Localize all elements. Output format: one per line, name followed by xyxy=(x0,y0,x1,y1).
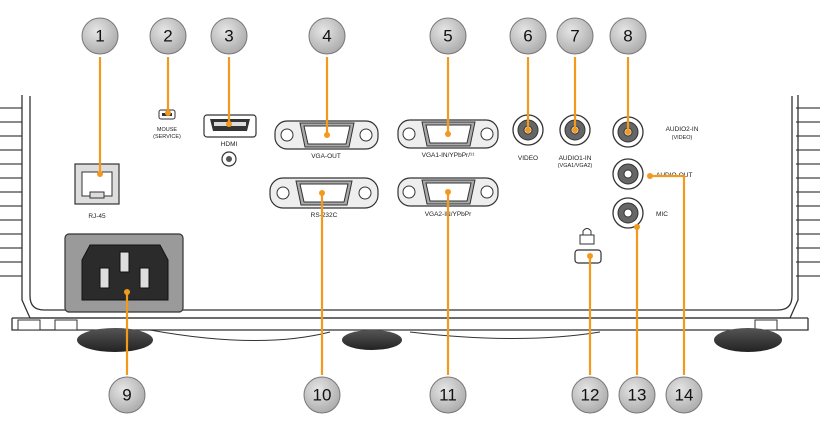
power-socket xyxy=(64,233,184,313)
svg-text:4: 4 xyxy=(322,27,331,46)
svg-text:7: 7 xyxy=(570,27,579,46)
callout-badge-12: 12 xyxy=(571,376,609,414)
callout-badge-13: 13 xyxy=(618,376,656,414)
audio1-in-label: AUDIO1-IN xyxy=(559,155,592,162)
svg-text:6: 6 xyxy=(523,27,532,46)
callout-lines xyxy=(97,57,686,375)
projector-body xyxy=(11,95,809,331)
callout-badge-4: 4 xyxy=(308,17,346,55)
callout-badge-6: 6 xyxy=(509,17,547,55)
callout-badge-9: 9 xyxy=(108,376,146,414)
rj45-port xyxy=(74,163,120,205)
svg-text:9: 9 xyxy=(122,386,131,405)
audio-out-port xyxy=(612,158,644,190)
audio1-in-sub-label: (VGA1/VGA2) xyxy=(558,163,593,169)
rj45-label: RJ-45 xyxy=(88,213,106,220)
mic-label: MIC xyxy=(656,211,668,218)
callout-badge-14: 14 xyxy=(665,376,703,414)
vga-out-label: VGA-OUT xyxy=(311,153,341,160)
svg-text:3: 3 xyxy=(224,27,233,46)
svg-text:1: 1 xyxy=(95,27,104,46)
mic-port xyxy=(612,197,644,229)
svg-text:8: 8 xyxy=(623,27,632,46)
hdmi-label: HDMI xyxy=(221,141,238,148)
left-vents xyxy=(0,107,22,277)
audio2-in-sub-label: (VIDEO) xyxy=(672,135,693,141)
svg-text:14: 14 xyxy=(675,386,694,405)
svg-text:5: 5 xyxy=(443,27,452,46)
svg-text:10: 10 xyxy=(313,386,332,405)
callout-badge-1: 1 xyxy=(81,17,119,55)
callout-badge-7: 7 xyxy=(556,17,594,55)
vga1-in-label: VGA1-IN/YPbPr/¹¹ xyxy=(422,152,476,159)
svg-text:13: 13 xyxy=(628,386,647,405)
video-label: VIDEO xyxy=(518,155,538,162)
mouse-sub-label: (SERVICE) xyxy=(153,134,181,140)
callout-badge-10: 10 xyxy=(303,376,341,414)
callout-badge-5: 5 xyxy=(429,17,467,55)
rs232c-label: RS-232C xyxy=(311,212,338,219)
projector-feet xyxy=(17,319,782,352)
callout-badge-3: 3 xyxy=(210,17,248,55)
callout-badge-2: 2 xyxy=(149,17,187,55)
audio2-in-label: AUDIO2-IN xyxy=(666,126,699,133)
callout-badge-11: 11 xyxy=(429,376,467,414)
svg-text:2: 2 xyxy=(163,27,172,46)
svg-text:11: 11 xyxy=(439,386,457,405)
right-vents xyxy=(796,107,820,277)
svg-text:12: 12 xyxy=(581,386,600,405)
mouse-label: MOUSE xyxy=(157,127,178,133)
callout-badge-8: 8 xyxy=(609,17,647,55)
